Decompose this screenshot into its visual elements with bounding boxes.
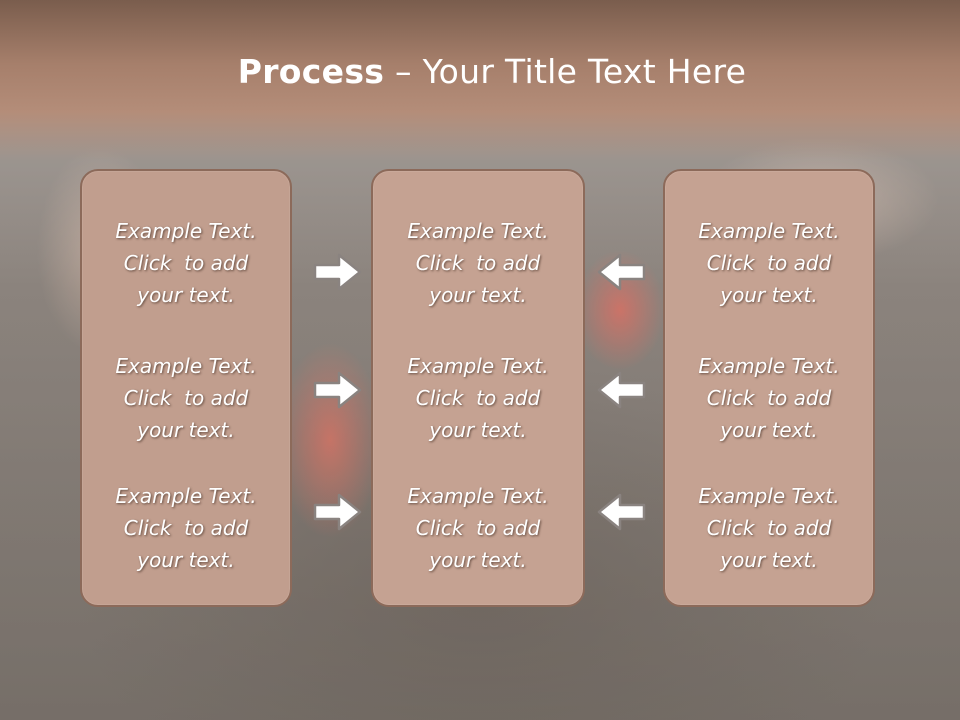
text-line: your text.	[137, 548, 235, 572]
text-line: your text.	[720, 418, 818, 442]
text-line: Click to add	[706, 386, 832, 410]
slide-title[interactable]: Process – Your Title Text Here	[0, 52, 960, 91]
arrow-right-icon	[313, 371, 362, 409]
text-line: Example Text.	[115, 354, 257, 378]
text-line: your text.	[429, 418, 527, 442]
text-line: your text.	[429, 283, 527, 307]
text-line: Click to add	[415, 251, 541, 275]
text-block[interactable]: Example Text. Click to add your text.	[373, 480, 583, 576]
title-bold: Process	[237, 52, 385, 91]
text-line: Click to add	[415, 516, 541, 540]
text-block[interactable]: Example Text. Click to add your text.	[665, 350, 873, 446]
text-line: your text.	[137, 418, 235, 442]
text-line: Click to add	[123, 251, 249, 275]
text-line: Example Text.	[407, 354, 549, 378]
text-block[interactable]: Example Text. Click to add your text.	[665, 215, 873, 311]
title-rest: – Your Title Text Here	[384, 52, 747, 91]
text-line: Click to add	[415, 386, 541, 410]
text-line: Example Text.	[698, 354, 840, 378]
text-line: your text.	[429, 548, 527, 572]
text-line: Click to add	[123, 386, 249, 410]
text-line: Click to add	[123, 516, 249, 540]
text-line: your text.	[720, 283, 818, 307]
text-block[interactable]: Example Text. Click to add your text.	[82, 480, 290, 576]
text-block[interactable]: Example Text. Click to add your text.	[373, 215, 583, 311]
process-box-right[interactable]: Example Text. Click to add your text. Ex…	[663, 169, 875, 607]
text-line: Example Text.	[407, 219, 549, 243]
text-line: your text.	[720, 548, 818, 572]
text-line: Example Text.	[698, 219, 840, 243]
arrow-right-icon	[313, 253, 362, 291]
arrow-left-icon	[597, 253, 646, 291]
text-line: Click to add	[706, 516, 832, 540]
text-block[interactable]: Example Text. Click to add your text.	[82, 350, 290, 446]
title-band	[0, 0, 960, 160]
text-line: your text.	[137, 283, 235, 307]
arrow-left-icon	[597, 371, 646, 409]
process-box-left[interactable]: Example Text. Click to add your text. Ex…	[80, 169, 292, 607]
text-line: Click to add	[706, 251, 832, 275]
arrow-left-icon	[597, 493, 646, 531]
text-line: Example Text.	[698, 484, 840, 508]
text-block[interactable]: Example Text. Click to add your text.	[373, 350, 583, 446]
text-line: Example Text.	[115, 219, 257, 243]
text-line: Example Text.	[115, 484, 257, 508]
process-box-middle[interactable]: Example Text. Click to add your text. Ex…	[371, 169, 585, 607]
text-line: Example Text.	[407, 484, 549, 508]
text-block[interactable]: Example Text. Click to add your text.	[665, 480, 873, 576]
arrow-right-icon	[313, 493, 362, 531]
text-block[interactable]: Example Text. Click to add your text.	[82, 215, 290, 311]
